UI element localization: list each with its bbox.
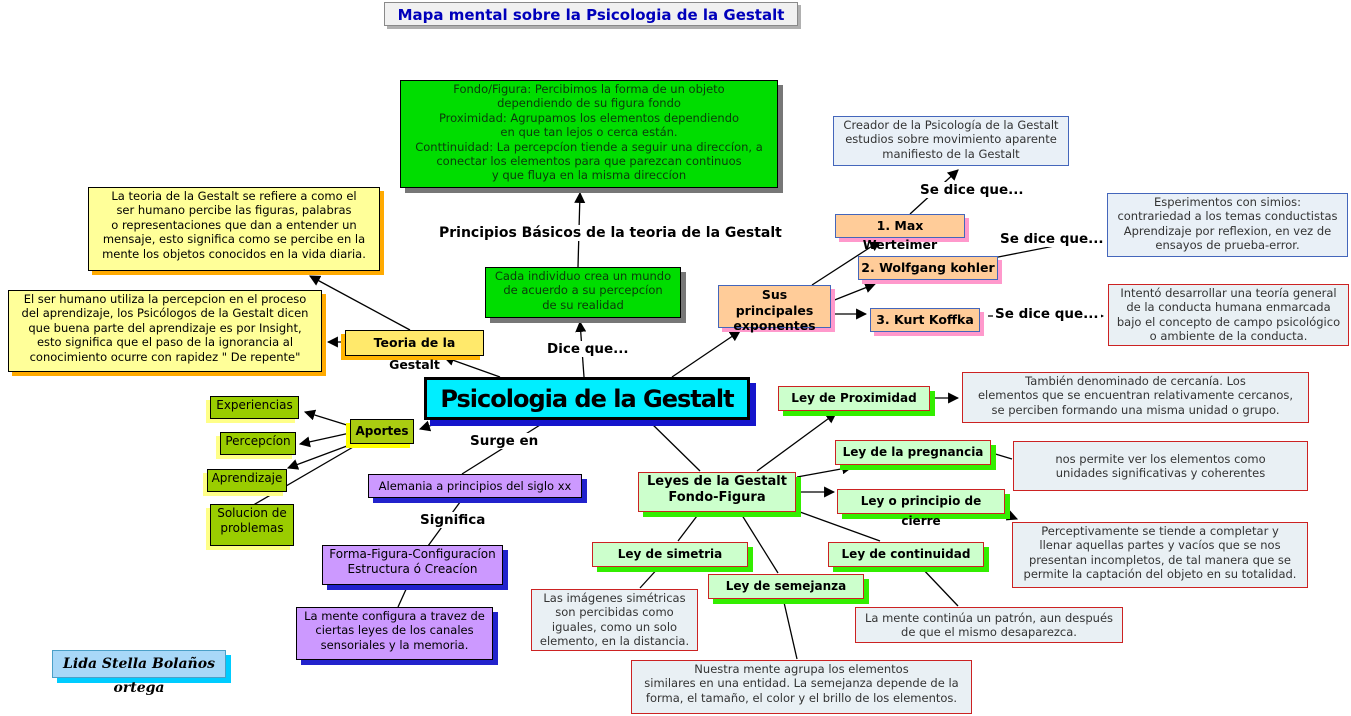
- node-max-werteimer: 1. Max Werteimer: [835, 214, 965, 252]
- label-significa: Significa: [418, 512, 488, 528]
- node-solucion-de-problemas: Solucion de problemas: [210, 504, 294, 546]
- node-ley-principio-de-cierre: Ley o principio de cierre: [837, 489, 1005, 528]
- node-ley-de-la-pregnancia: Ley de la pregnancia: [835, 440, 991, 465]
- node-leyes-de-la-gestalt: Leyes de la Gestalt Fondo-Figura: [638, 472, 796, 512]
- node-aportes: Aportes: [350, 419, 414, 444]
- node-mente-configura: La mente configura a travez de ciertas l…: [296, 607, 493, 660]
- node-ley-de-semejanza: Ley de semejanza: [708, 574, 864, 599]
- map-title: Mapa mental sobre la Psicologia de la Ge…: [384, 2, 798, 26]
- node-ley-de-proximidad: Ley de Proximidad: [778, 386, 930, 411]
- node-kurt-koffka: 3. Kurt Koffka: [870, 308, 980, 332]
- node-insight-descripcion: El ser humano utiliza la percepcion en e…: [8, 290, 322, 372]
- label-principios-basicos: Principios Básicos de la teoria de la Ge…: [437, 225, 782, 241]
- node-creador-descripcion: Creador de la Psicología de la Gestalt e…: [833, 116, 1069, 166]
- node-psicologia-de-la-gestalt: Psicologia de la Gestalt: [424, 377, 750, 420]
- node-pregnancia-descripcion: nos permite ver los elementos como unida…: [1013, 441, 1308, 491]
- label-surge-en: Surge en: [468, 433, 541, 449]
- node-koffka-descripcion: Intentó desarrollar una teoría general d…: [1108, 284, 1349, 346]
- node-forma-figura: Forma-Figura-Configuracíon Estructura ó …: [322, 545, 503, 585]
- author-signature: Lida Stella Bolaños ortega: [52, 650, 226, 696]
- node-principios-basicos-desc: Fondo/Figura: Percibimos la forma de un …: [400, 80, 778, 188]
- label-se-dice-que-3: Se dice que...: [993, 306, 1101, 322]
- node-sus-principales-exponentes: Sus principales exponentes: [718, 285, 831, 333]
- node-ley-de-simetria: Ley de simetria: [592, 542, 748, 567]
- node-teoria-de-la-gestalt: Teoria de la Gestalt: [345, 330, 484, 372]
- node-cierre-descripcion: Perceptivamente se tiende a completar y …: [1012, 522, 1308, 588]
- node-aprendizaje: Aprendizaje: [207, 469, 287, 492]
- node-continuidad-descripcion: La mente continúa un patrón, aun después…: [855, 607, 1123, 643]
- node-wolfgang-kohler: 2. Wolfgang kohler: [858, 256, 998, 280]
- node-experiencias: Experiencias: [210, 396, 299, 419]
- node-percepcion: Percepcíon: [220, 432, 296, 455]
- node-simetria-descripcion: Las imágenes simétricas son percibidas c…: [531, 589, 698, 651]
- node-teoria-descripcion: La teoria de la Gestalt se refiere a com…: [88, 187, 380, 271]
- label-se-dice-que-1: Se dice que...: [918, 182, 1026, 198]
- node-esperimentos-simios: Esperimentos con simios: contrariedad a …: [1107, 193, 1348, 257]
- label-dice-que: Dice que...: [545, 341, 631, 357]
- label-se-dice-que-2: Se dice que...: [998, 231, 1106, 247]
- node-ley-de-continuidad: Ley de continuidad: [828, 542, 984, 567]
- node-alemania: Alemania a principios del siglo xx: [368, 474, 582, 498]
- node-proximidad-descripcion: También denominado de cercanía. Los elem…: [962, 372, 1309, 423]
- node-semejanza-descripcion: Nuestra mente agrupa los elementos simil…: [631, 660, 972, 714]
- node-cada-individuo: Cada individuo crea un mundo de acuerdo …: [485, 267, 681, 318]
